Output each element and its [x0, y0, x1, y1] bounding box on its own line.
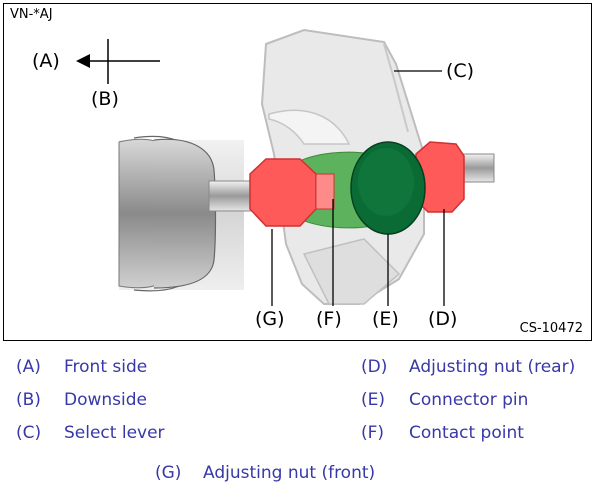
legend-label: Adjusting nut (rear) — [409, 357, 576, 377]
leader-lines — [271, 70, 445, 306]
legend-key: (A) — [16, 357, 41, 377]
legend-item-b: (B) Downside — [16, 390, 147, 410]
legend-label: Select lever — [64, 423, 165, 443]
cable-adjustment-illustration — [76, 28, 495, 306]
legend-label: Front side — [64, 357, 148, 377]
legend-item-c: (C) Select lever — [16, 423, 165, 443]
legend-item-d: (D) Adjusting nut (rear) — [361, 357, 575, 377]
legend-key: (F) — [361, 423, 385, 443]
direction-indicator — [76, 39, 160, 84]
legend-key: (B) — [16, 390, 41, 410]
legend-label: Connector pin — [409, 390, 529, 410]
callout-e: (E) — [372, 308, 399, 330]
adjusting-nut-front-face — [315, 173, 335, 210]
legend-label: Downside — [64, 390, 147, 410]
callout-d: (D) — [428, 308, 458, 330]
legend-label: Contact point — [409, 423, 524, 443]
callout-g: (G) — [255, 308, 285, 330]
legend-item-f: (F) Contact point — [361, 423, 524, 443]
diagram-figure: VN-*AJ (A) (B) (C) (G) (F) (E) (D) CS-10… — [3, 3, 592, 341]
rubber-boot — [118, 135, 244, 292]
legend-key: (D) — [361, 357, 388, 377]
legend-label: Adjusting nut (front) — [203, 463, 376, 483]
document-code: VN-*AJ — [10, 7, 53, 22]
callout-f: (F) — [316, 308, 342, 330]
adjusting-nut-front — [249, 158, 317, 227]
arrow-front-icon — [76, 54, 90, 68]
callout-c: (C) — [446, 60, 475, 82]
figure-id: CS-10472 — [519, 321, 583, 336]
callout-b: (B) — [91, 88, 119, 110]
legend-key: (C) — [16, 423, 42, 443]
legend-key: (G) — [155, 463, 182, 483]
legend-item-g: (G) Adjusting nut (front) — [155, 463, 375, 483]
legend-key: (E) — [361, 390, 386, 410]
callout-a: (A) — [32, 50, 60, 72]
cable-rod — [208, 180, 255, 212]
legend-item-a: (A) Front side — [16, 357, 147, 377]
legend-item-e: (E) Connector pin — [361, 390, 528, 410]
